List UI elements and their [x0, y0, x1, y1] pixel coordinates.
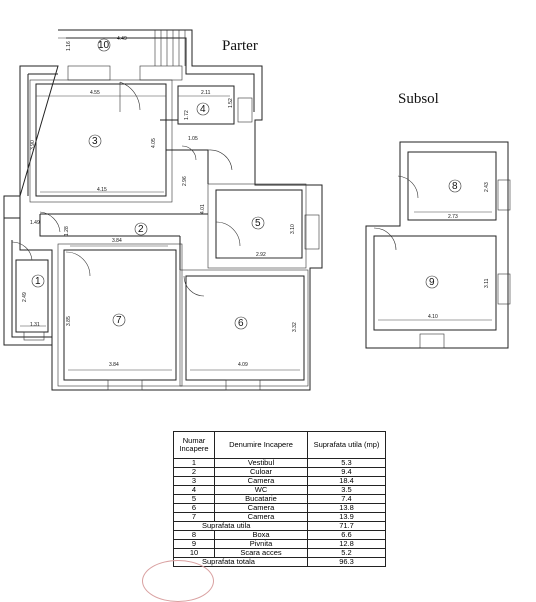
room-number-9: 9	[429, 277, 435, 288]
header-room-name: Denumire Incapere	[214, 431, 308, 459]
dim-corridor-vertical: 2.96	[182, 176, 188, 186]
dim-8-bottom: 2.73	[448, 214, 458, 220]
dim-4-left: 1.72	[184, 110, 190, 120]
dim-3-bottom: 4.15	[97, 187, 107, 193]
dim-6-right: 3.32	[292, 322, 298, 332]
stamp-mark	[142, 560, 214, 602]
dim-2-entry: 1.49	[30, 220, 40, 226]
dim-1-length: 2.49	[22, 292, 28, 302]
room-number-3: 3	[92, 136, 98, 147]
room-number-10: 10	[98, 40, 110, 51]
subsol-room-numbers: 8 9	[425, 179, 462, 289]
dim-2-width: 1.28	[64, 226, 70, 236]
dim-1-width: 1.31	[30, 322, 40, 328]
dim-4-top: 2.11	[201, 90, 211, 96]
room-number-1: 1	[35, 276, 41, 287]
dim-2-length: 3.84	[112, 238, 122, 244]
dim-10-depth: 1.16	[66, 41, 72, 51]
parter-dimensions: 4.49 1.16 4.55 3.90 4.05 4.15 2.11 1.72 …	[22, 36, 298, 368]
header-room-number: Numar Incapere	[173, 431, 215, 459]
dim-10-width: 4.49	[117, 36, 127, 42]
room-number-8: 8	[452, 181, 458, 192]
subsol-dimensions: 2.73 2.43 4.10 3.11	[428, 182, 490, 320]
legend-total-area: 96.3	[307, 557, 386, 567]
room-number-2: 2	[138, 224, 144, 235]
parter-room-numbers: 10 3 4 2 5 1 7 6	[31, 38, 265, 330]
floor-plan-drawing: Parter Subsol	[3, 29, 511, 391]
header-area: Suprafata utila (mp)	[307, 431, 386, 459]
dim-3-right: 4.05	[151, 138, 157, 148]
dim-7-bottom: 3.84	[109, 362, 119, 368]
legend-header-row: Numar Incapere Denumire Incapere Suprafa…	[173, 431, 386, 459]
subsol-walls	[365, 141, 511, 349]
room-number-4: 4	[200, 104, 206, 115]
dim-8-right: 2.43	[484, 182, 490, 192]
dim-4-right: 1.52	[228, 98, 234, 108]
dim-7-left: 3.85	[66, 316, 72, 326]
parter-dimension-lines	[20, 95, 300, 371]
room-number-5: 5	[255, 218, 261, 229]
dim-5-bottom: 2.92	[256, 252, 266, 258]
room-legend-table: Numar Incapere Denumire Incapere Suprafa…	[173, 431, 386, 567]
room-number-6: 6	[238, 318, 244, 329]
parter-walls	[3, 29, 323, 391]
dim-5-left: 4.01	[200, 204, 206, 214]
dim-9-right: 3.11	[484, 278, 490, 288]
title-parter: Parter	[222, 38, 258, 54]
dim-9-bottom: 4.10	[428, 314, 438, 320]
dim-4-bottom: 1.05	[188, 136, 198, 142]
dim-3-left: 3.90	[30, 140, 36, 150]
title-subsol: Subsol	[398, 91, 439, 107]
dim-3-top: 4.55	[90, 90, 100, 96]
room-number-7: 7	[116, 315, 122, 326]
dim-5-right: 3.10	[290, 224, 296, 234]
dim-6-bottom: 4.09	[238, 362, 248, 368]
